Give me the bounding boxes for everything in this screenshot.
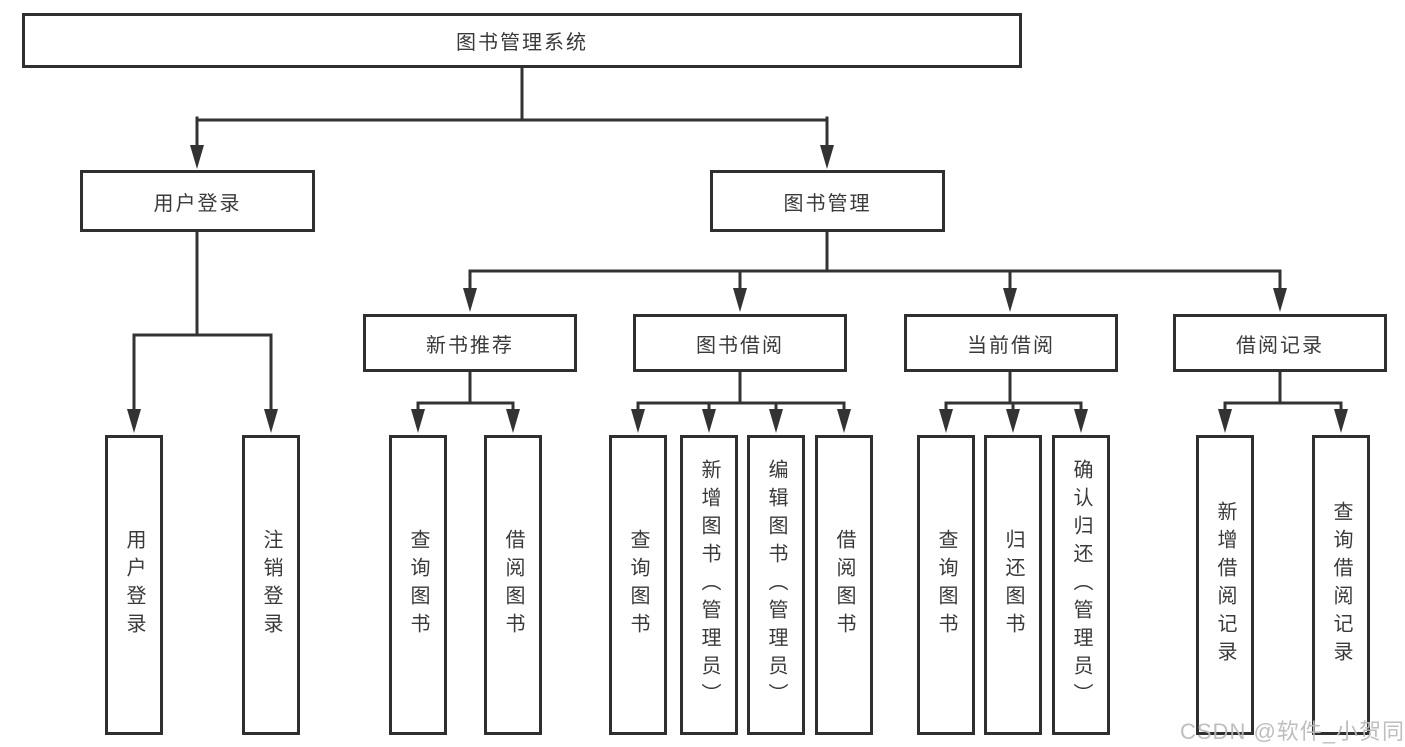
arrowhead <box>733 288 747 312</box>
arrowhead <box>190 145 204 169</box>
edge-borrow-to-leaves <box>636 370 846 416</box>
leaf-query-books: 查询图书 <box>609 435 667 735</box>
edge-current-to-leaves <box>944 370 1083 416</box>
arrowhead <box>631 409 645 433</box>
leaf-label: 确认归还（管理员） <box>1070 459 1092 711</box>
leaf-label: 新增借阅记录 <box>1214 501 1236 669</box>
arrowhead <box>264 409 278 433</box>
leaf-label: 查询借阅记录 <box>1330 501 1352 669</box>
node-borrow-records: 借阅记录 <box>1173 314 1387 372</box>
arrowhead <box>411 409 425 433</box>
arrowhead <box>837 409 851 433</box>
leaf-borrow-books: 借阅图书 <box>815 435 873 735</box>
node-root: 图书管理系统 <box>22 13 1022 68</box>
arrowhead <box>1006 409 1020 433</box>
edge-records-to-leaves <box>1223 370 1343 416</box>
arrowhead <box>127 409 141 433</box>
arrowhead <box>1074 409 1088 433</box>
edge-management-to-level3 <box>468 230 1282 295</box>
leaf-add-books-admin: 新增图书（管理员） <box>680 435 738 735</box>
leaf-query-books: 查询图书 <box>389 435 447 735</box>
leaf-label: 编辑图书（管理员） <box>765 459 787 711</box>
arrowhead <box>1273 288 1287 312</box>
node-current-borrow: 当前借阅 <box>904 314 1118 372</box>
arrowhead <box>702 409 716 433</box>
leaf-label: 查询图书 <box>407 529 429 641</box>
node-user-login: 用户登录 <box>80 170 315 232</box>
arrowhead <box>769 409 783 433</box>
leaf-label: 用户登录 <box>123 529 145 641</box>
node-book-borrow: 图书借阅 <box>633 314 847 372</box>
edge-root-to-level2 <box>195 66 829 152</box>
leaf-edit-books-admin: 编辑图书（管理员） <box>747 435 805 735</box>
leaf-label: 新增图书（管理员） <box>698 459 720 711</box>
arrowhead <box>1334 409 1348 433</box>
edge-recommend-to-leaves <box>416 370 515 416</box>
arrowhead <box>1218 409 1232 433</box>
csdn-watermark: CSDN @软件_小贺同学 <box>1180 719 1405 744</box>
node-book-management: 图书管理 <box>710 170 945 232</box>
leaf-label: 查询图书 <box>935 529 957 641</box>
arrowhead <box>506 409 520 433</box>
arrowhead <box>463 288 477 312</box>
leaf-confirm-return-admin: 确认归还（管理员） <box>1052 435 1110 735</box>
arrowhead <box>939 409 953 433</box>
arrowhead <box>820 145 834 169</box>
leaf-label: 借阅图书 <box>833 529 855 641</box>
leaf-return-books: 归还图书 <box>984 435 1042 735</box>
leaf-query-books: 查询图书 <box>917 435 975 735</box>
leaf-label: 借阅图书 <box>502 529 524 641</box>
leaf-borrow-books: 借阅图书 <box>484 435 542 735</box>
leaf-user-login: 用户登录 <box>105 435 163 735</box>
leaf-label: 归还图书 <box>1002 529 1024 641</box>
node-new-book-recommend: 新书推荐 <box>363 314 577 372</box>
edge-login-to-leaves <box>132 230 273 416</box>
leaf-add-borrow-record: 新增借阅记录 <box>1196 435 1254 735</box>
arrowhead <box>1003 288 1017 312</box>
leaf-query-borrow-record: 查询借阅记录 <box>1312 435 1370 735</box>
leaf-label: 注销登录 <box>260 529 282 641</box>
leaf-label: 查询图书 <box>627 529 649 641</box>
leaf-logout: 注销登录 <box>242 435 300 735</box>
